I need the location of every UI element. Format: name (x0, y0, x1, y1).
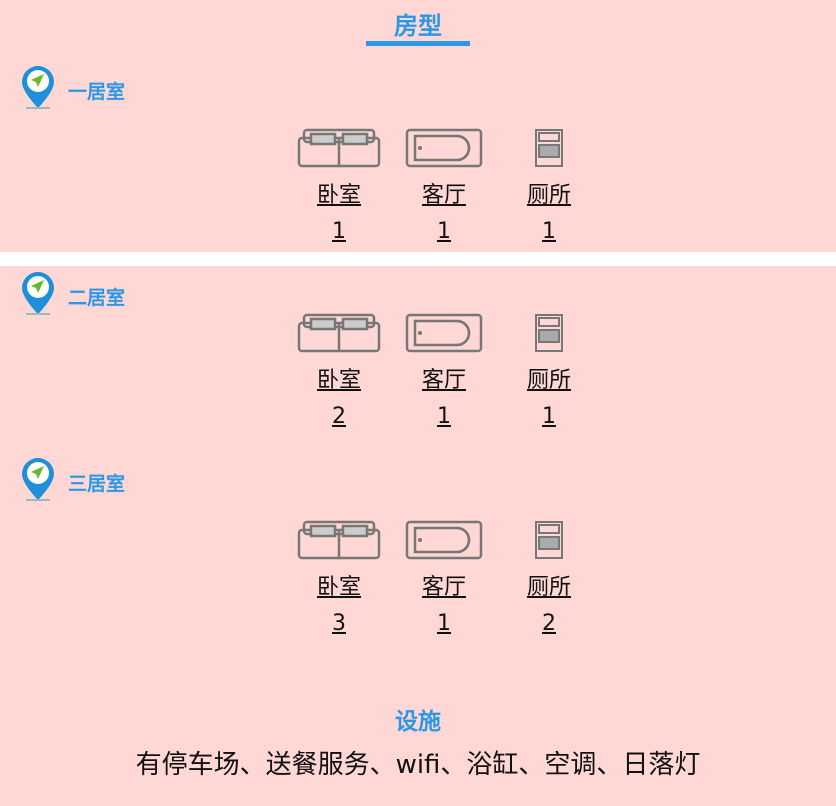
location-pin-icon (20, 270, 56, 322)
facilities-title: 设施 (395, 709, 441, 735)
feature-count-link[interactable]: 1 (542, 404, 556, 429)
toilet-icon (499, 313, 599, 353)
bathtub-icon (394, 313, 494, 353)
room-feature: 卧室 3 (289, 520, 389, 642)
feature-label-link[interactable]: 客厅 (421, 368, 466, 393)
room-feature: 厕所 1 (499, 313, 599, 435)
feature-label-link[interactable]: 厕所 (526, 183, 571, 208)
feature-label-link[interactable]: 厕所 (526, 368, 571, 393)
room-feature: 卧室 1 (289, 128, 389, 250)
title-underline (366, 41, 470, 46)
room-type-header: 一居室 (20, 66, 126, 112)
feature-count-link[interactable]: 1 (437, 219, 451, 244)
room-type-header: 二居室 (20, 272, 126, 318)
location-pin-icon (20, 456, 56, 508)
room-feature: 客厅 1 (394, 313, 494, 435)
room-type-header: 三居室 (20, 458, 126, 504)
room-feature: 客厅 1 (394, 520, 494, 642)
sofa-icon (289, 520, 389, 560)
feature-label-link[interactable]: 厕所 (526, 575, 571, 600)
room-feature: 厕所 2 (499, 520, 599, 642)
feature-count-link[interactable]: 1 (332, 219, 346, 244)
room-type-label: 三居室 (68, 472, 126, 495)
toilet-icon (499, 128, 599, 168)
room-type-label: 一居室 (68, 80, 126, 103)
feature-label-link[interactable]: 卧室 (316, 368, 361, 393)
page-title: 房型 (394, 12, 442, 40)
sofa-icon (289, 313, 389, 353)
room-feature: 厕所 1 (499, 128, 599, 250)
feature-count-link[interactable]: 1 (542, 219, 556, 244)
feature-count-link[interactable]: 1 (437, 611, 451, 636)
feature-count-link[interactable]: 1 (437, 404, 451, 429)
room-feature: 卧室 2 (289, 313, 389, 435)
sofa-icon (289, 128, 389, 168)
feature-count-link[interactable]: 3 (332, 611, 346, 636)
feature-label-link[interactable]: 卧室 (316, 575, 361, 600)
room-feature: 客厅 1 (394, 128, 494, 250)
location-pin-icon (20, 64, 56, 116)
feature-count-link[interactable]: 2 (332, 404, 346, 429)
facilities-list: 有停车场、送餐服务、wifi、浴缸、空调、日落灯 (135, 750, 701, 780)
feature-label-link[interactable]: 卧室 (316, 183, 361, 208)
toilet-icon (499, 520, 599, 560)
feature-label-link[interactable]: 客厅 (421, 575, 466, 600)
feature-label-link[interactable]: 客厅 (421, 183, 466, 208)
bathtub-icon (394, 128, 494, 168)
panel-more-rooms (0, 266, 836, 806)
room-type-label: 二居室 (68, 286, 126, 309)
bathtub-icon (394, 520, 494, 560)
feature-count-link[interactable]: 2 (542, 611, 556, 636)
